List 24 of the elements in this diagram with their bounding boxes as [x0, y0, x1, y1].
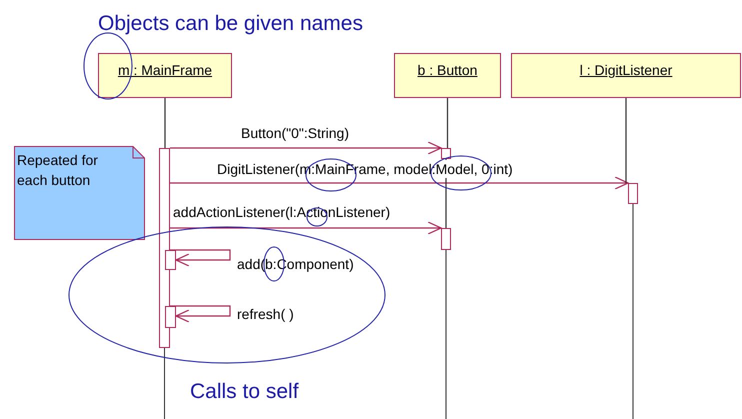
activation-bar	[441, 148, 451, 159]
annotation-text: Objects can be given names	[98, 11, 363, 37]
activation-bar	[628, 183, 638, 204]
lifeline	[625, 98, 627, 183]
object-name: l : DigitListener	[580, 61, 672, 80]
object-box	[511, 53, 741, 98]
activation-bar	[165, 250, 176, 270]
activation-bar	[159, 148, 170, 348]
object-box	[394, 53, 501, 98]
object-name: b : Button	[418, 61, 478, 80]
self-call-arrow	[170, 249, 231, 267]
message-arrow	[170, 176, 629, 190]
activation-bar	[441, 228, 451, 250]
object-name: m : MainFrame	[118, 61, 212, 80]
message-arrow	[170, 141, 442, 155]
object-box	[98, 53, 232, 98]
lifeline	[164, 98, 166, 148]
message-arrow	[170, 221, 442, 235]
note-text: Repeated for each button	[17, 151, 99, 190]
self-call-arrow	[170, 305, 231, 323]
annotation-text: Calls to self	[190, 379, 299, 405]
note-shape	[14, 146, 145, 240]
activation-bar	[165, 306, 176, 328]
lifeline	[446, 98, 448, 148]
